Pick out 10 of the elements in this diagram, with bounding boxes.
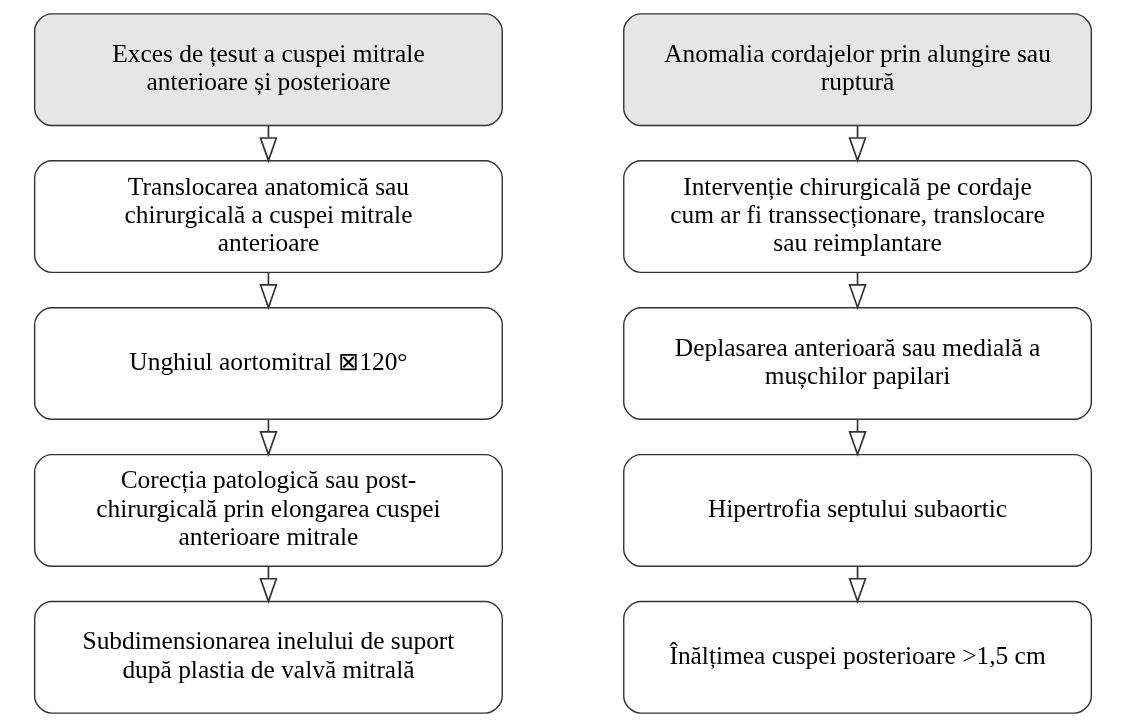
node-box: Subdimensionarea inelului de suport după plastia de valvă mitrală [33, 600, 503, 714]
node-box: Deplasarea anterioară sau medială a mușchilor papilari [622, 307, 1092, 420]
node-box: Înălțimea cuspei posterioare >1,5 cm [622, 600, 1092, 714]
node-box: Intervenție chirurgicală pe cordaje cum ar fi transsecționare, translocare sau reimplantare [622, 160, 1092, 274]
node-box: Anomalia cordajelor prin alungire sau ruptură [622, 13, 1092, 127]
node-box: Corecția patologică sau post-chirurgicală prin elongarea cuspei anterioare mitrale [33, 453, 503, 567]
node-box: Translocarea anatomică sau chirurgicală a cuspei mitrale anterioare [33, 160, 503, 274]
node-box: Hipertrofia septului subaortic [622, 453, 1092, 567]
node-box: Unghiul aortomitral ⊠120° [33, 307, 503, 420]
node-box: Exces de țesut a cuspei mitrale anterioare și posterioare [33, 13, 503, 127]
